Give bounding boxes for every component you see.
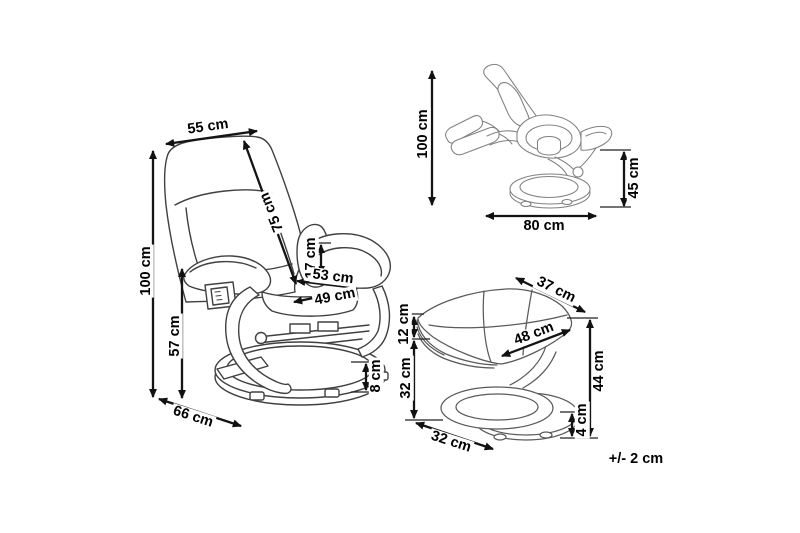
dim-57-label: 57 cm: [166, 313, 183, 359]
dim-80-label: 80 cm: [521, 217, 567, 234]
recl-knob: [572, 166, 584, 178]
mech-block-left: [289, 323, 311, 334]
back-wing: [580, 125, 613, 151]
ottoman-roll-3: [417, 333, 495, 369]
cupholder-body: [536, 141, 562, 156]
headrest-pillow: [497, 82, 530, 127]
dim-44-label: 44 cm: [590, 348, 607, 394]
reclined-chair-drawing: [445, 63, 613, 209]
left-support: [225, 286, 292, 395]
dim-48-arrow: [501, 328, 571, 358]
footrest-pad-lower: [450, 126, 500, 156]
dim-55-arrow: [164, 128, 259, 147]
tolerance-note: +/- 2 cm: [606, 450, 666, 467]
recl-base-upper: [509, 173, 591, 205]
ottoman-loop-inner: [455, 393, 539, 421]
base-foot-2: [324, 388, 340, 398]
right-support: [357, 285, 391, 358]
ottoman-foot-1: [493, 433, 507, 441]
wing-support-line: [578, 147, 597, 169]
dim-45-label: 45 cm: [625, 155, 642, 201]
footrest-link-2: [498, 133, 513, 145]
mech-knob: [254, 331, 268, 345]
dim-8-label: 8 cm: [367, 357, 384, 395]
remote-buttons: [214, 290, 223, 301]
recl-foot-1: [520, 200, 532, 208]
dim-4-label: 4 cm: [573, 401, 590, 439]
mech-bar-top: [257, 324, 370, 338]
right-armrest-seam: [316, 247, 383, 277]
remote-control: [210, 286, 230, 306]
mech-bar-bottom: [257, 330, 370, 344]
dim-100L-label: 100 cm: [137, 244, 154, 298]
ottoman-roll-1: [416, 319, 498, 366]
recl-base-inner: [519, 175, 579, 199]
ottoman-seam-h: [428, 314, 568, 329]
ottoman-foot-2: [539, 431, 553, 439]
ottoman-drawing: [416, 288, 579, 441]
dim-100R-label: 100 cm: [414, 107, 431, 161]
ottoman-leg-band-2: [522, 351, 557, 389]
back-wing-seam: [585, 131, 607, 137]
base-foot-1: [249, 391, 265, 401]
recl-foot-2: [561, 198, 573, 206]
ottoman-seam-v1: [482, 290, 492, 363]
mech-block-right: [317, 321, 339, 332]
dim-32L-label: 32 cm: [397, 355, 414, 401]
dim-12-label: 12 cm: [395, 301, 412, 347]
upright-chair-drawing: [163, 135, 392, 406]
